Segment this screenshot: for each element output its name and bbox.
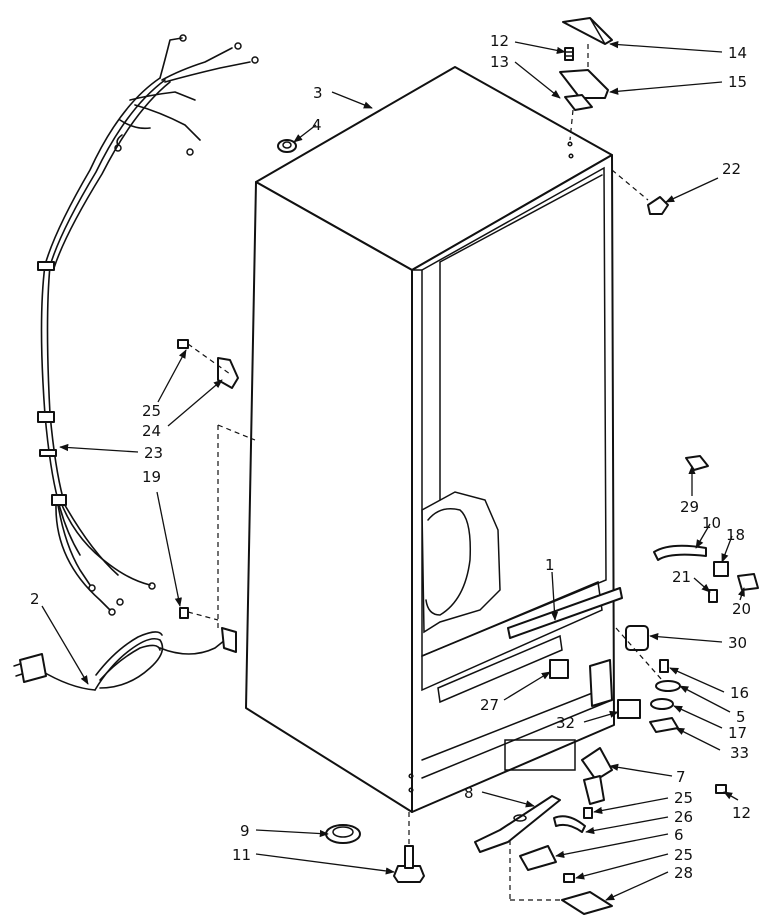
callout-33: 33	[730, 744, 749, 762]
left-side-hardware	[177, 339, 256, 630]
callout-25-lower: 25	[674, 846, 693, 864]
callout-12-top: 12	[490, 32, 509, 50]
callout-15: 15	[728, 73, 747, 91]
callout-4: 4	[312, 116, 322, 134]
callout-8: 8	[464, 784, 474, 802]
callout-25-hinge: 25	[674, 789, 693, 807]
callout-labels: 1 2 3 4 5 6 7 8 9 10 11 12 12 13 14 15 1…	[30, 32, 751, 882]
callout-21: 21	[672, 568, 691, 586]
callout-5: 5	[736, 708, 746, 726]
callout-14: 14	[728, 44, 747, 62]
callout-7: 7	[676, 768, 686, 786]
cabinet	[245, 66, 623, 813]
plug-button	[277, 139, 297, 153]
leader-lines	[41, 40, 745, 901]
callout-2: 2	[30, 590, 40, 608]
callout-30: 30	[728, 634, 747, 652]
callout-23: 23	[144, 444, 163, 462]
callout-16: 16	[730, 684, 749, 702]
callout-18: 18	[726, 526, 745, 544]
callout-1: 1	[545, 556, 555, 574]
callout-29: 29	[680, 498, 699, 516]
callout-12-bottom: 12	[732, 804, 751, 822]
callout-32: 32	[556, 714, 575, 732]
callout-24: 24	[142, 422, 161, 440]
leveling-parts	[325, 812, 425, 883]
top-hinge-assembly	[559, 17, 669, 215]
callout-28: 28	[674, 864, 693, 882]
callout-13: 13	[490, 53, 509, 71]
power-cord	[13, 627, 237, 691]
callout-20: 20	[732, 600, 751, 618]
callout-9: 9	[240, 822, 250, 840]
callout-6: 6	[674, 826, 684, 844]
callout-25-left: 25	[142, 402, 161, 420]
callout-10: 10	[702, 514, 721, 532]
callout-19: 19	[142, 468, 161, 486]
wire-harness	[37, 34, 259, 616]
callout-17: 17	[728, 724, 747, 742]
callout-3: 3	[313, 84, 323, 102]
callout-26: 26	[674, 808, 693, 826]
callout-27: 27	[480, 696, 499, 714]
callout-22: 22	[722, 160, 741, 178]
callout-11: 11	[232, 846, 251, 864]
